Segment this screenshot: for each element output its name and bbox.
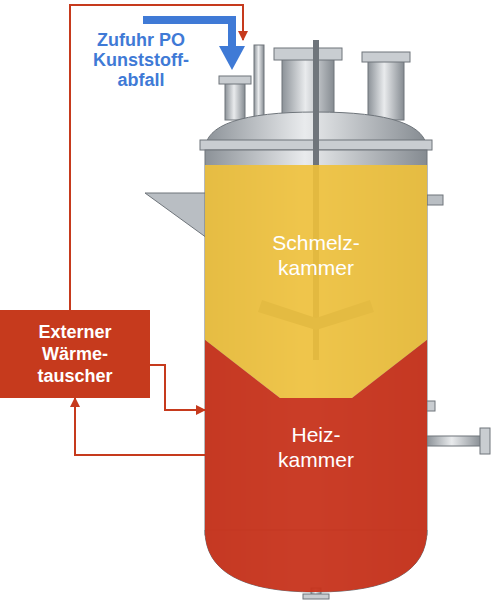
- region-fill: [205, 165, 427, 398]
- node-text: Schmelz- kammer: [256, 230, 376, 280]
- pipe: [254, 45, 264, 120]
- nozzle-flange: [362, 52, 410, 62]
- nozzle: [225, 80, 245, 120]
- flow-connector: [75, 398, 205, 455]
- region-fill: [205, 340, 427, 592]
- melt-chamber: Schmelz- kammer: [205, 40, 427, 400]
- support-lug: [427, 195, 443, 205]
- heat-exchanger-box: Externer Wärme- tauscher: [0, 310, 150, 398]
- region-shape: [205, 40, 427, 400]
- nozzle-flange: [274, 48, 342, 60]
- outlet-pipe: [427, 436, 482, 446]
- bottom-flange: [303, 594, 329, 599]
- outlet-flange: [480, 428, 490, 454]
- feed-arrowhead: [219, 46, 245, 70]
- nozzle: [282, 58, 334, 120]
- flow-connector: [150, 365, 205, 410]
- support-lug: [145, 193, 207, 238]
- node-text: Externer Wärme- tauscher: [12, 321, 138, 387]
- text-box: Schmelz- kammer: [256, 230, 376, 280]
- node-text: Heiz- kammer: [256, 422, 376, 472]
- heating-chamber: Heiz- kammer: [205, 340, 427, 592]
- text-box: Heiz- kammer: [256, 422, 376, 472]
- feed-label: Zufuhr PO Kunststoff- abfall: [82, 30, 200, 90]
- nozzle-flange: [219, 76, 251, 84]
- nozzle: [368, 60, 404, 120]
- port: [427, 401, 435, 411]
- text-box: Externer Wärme- tauscher: [12, 321, 138, 387]
